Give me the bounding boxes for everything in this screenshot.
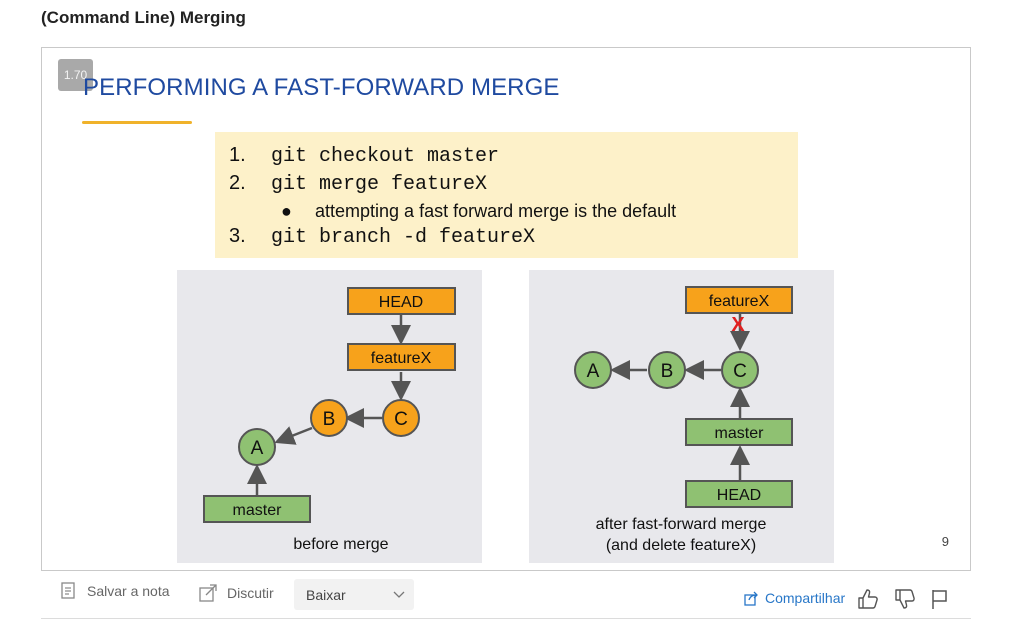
thumbs-up-icon[interactable] xyxy=(856,587,880,611)
before-caption: before merge xyxy=(293,536,388,553)
step-code: git branch -d featureX xyxy=(271,226,536,249)
commit-c xyxy=(382,399,420,437)
share-icon xyxy=(744,591,758,606)
page-title: (Command Line) Merging xyxy=(41,8,246,27)
after-caption-line2: (and delete featureX) xyxy=(606,537,756,554)
chevron-down-icon xyxy=(393,591,405,598)
toolbar: Salvar a nota Discutir Baixar Compartilh… xyxy=(41,576,971,619)
head-label-box xyxy=(347,287,456,315)
bullet-text: attempting a fast forward merge is the d… xyxy=(315,201,677,221)
after-merge-diagram: featureX X C B A master HEAD after fast-… xyxy=(529,270,834,563)
commit-c-label: C xyxy=(394,409,408,430)
slide-number: 9 xyxy=(941,534,949,549)
bullet-icon: ● xyxy=(281,201,292,221)
commit-a xyxy=(238,428,276,466)
commit-b xyxy=(648,351,686,389)
featurex-label: featureX xyxy=(371,350,432,367)
step-number: 1. xyxy=(229,144,246,166)
commit-a-label: A xyxy=(251,438,264,459)
discuss-button[interactable]: Discutir xyxy=(199,584,274,602)
commit-a-label: A xyxy=(587,361,600,382)
slide-heading: PERFORMING A FAST-FORWARD MERGE xyxy=(83,74,560,101)
toolbar-divider xyxy=(41,618,971,619)
step-number: 3. xyxy=(229,225,246,247)
commit-c-label: C xyxy=(733,361,747,382)
commit-a xyxy=(574,351,612,389)
slide-viewer[interactable]: 1.70 PERFORMING A FAST-FORWARD MERGE 1. g… xyxy=(41,47,971,571)
master-label-box xyxy=(203,495,311,523)
step-1: 1. git checkout master xyxy=(229,144,499,168)
external-link-icon xyxy=(199,584,217,602)
discuss-label: Discutir xyxy=(227,585,274,601)
step-2-note: ● attempting a fast forward merge is the … xyxy=(281,201,676,222)
master-label: master xyxy=(233,502,283,519)
save-note-label: Salvar a nota xyxy=(87,583,170,599)
playback-speed-badge[interactable]: 1.70 xyxy=(58,59,93,91)
step-number: 2. xyxy=(229,172,246,194)
step-2: 2. git merge featureX xyxy=(229,172,487,196)
master-label: master xyxy=(715,425,765,442)
featurex-label-box xyxy=(347,343,456,371)
master-label-box xyxy=(685,418,793,446)
delete-mark-icon: X xyxy=(731,314,745,336)
download-select-value: Baixar xyxy=(306,586,346,603)
heading-underline xyxy=(82,121,192,124)
share-button[interactable]: Compartilhar xyxy=(744,590,845,606)
flag-icon[interactable] xyxy=(928,587,952,611)
commit-b xyxy=(310,399,348,437)
commit-b-label: B xyxy=(661,361,674,382)
steps-box: 1. git checkout master 2. git merge featur… xyxy=(215,132,798,258)
before-merge-diagram: HEAD featureX C B A master before merge xyxy=(177,270,482,563)
arrow-b-to-a xyxy=(274,426,313,445)
head-label: HEAD xyxy=(379,294,423,311)
featurex-label-box xyxy=(685,286,793,314)
download-select[interactable]: Baixar xyxy=(294,579,414,610)
step-3: 3. git branch -d featureX xyxy=(229,225,535,249)
share-label: Compartilhar xyxy=(765,590,846,606)
featurex-label: featureX xyxy=(709,293,770,310)
step-code: git checkout master xyxy=(271,145,500,168)
step-code: git merge featureX xyxy=(271,173,488,196)
head-label: HEAD xyxy=(717,487,761,504)
note-icon xyxy=(61,582,75,599)
thumbs-down-icon[interactable] xyxy=(893,587,917,611)
commit-b-label: B xyxy=(323,409,336,430)
head-label-box xyxy=(685,480,793,508)
save-note-button[interactable]: Salvar a nota xyxy=(61,582,170,600)
after-caption-line1: after fast-forward merge xyxy=(596,516,767,533)
commit-c xyxy=(721,351,759,389)
